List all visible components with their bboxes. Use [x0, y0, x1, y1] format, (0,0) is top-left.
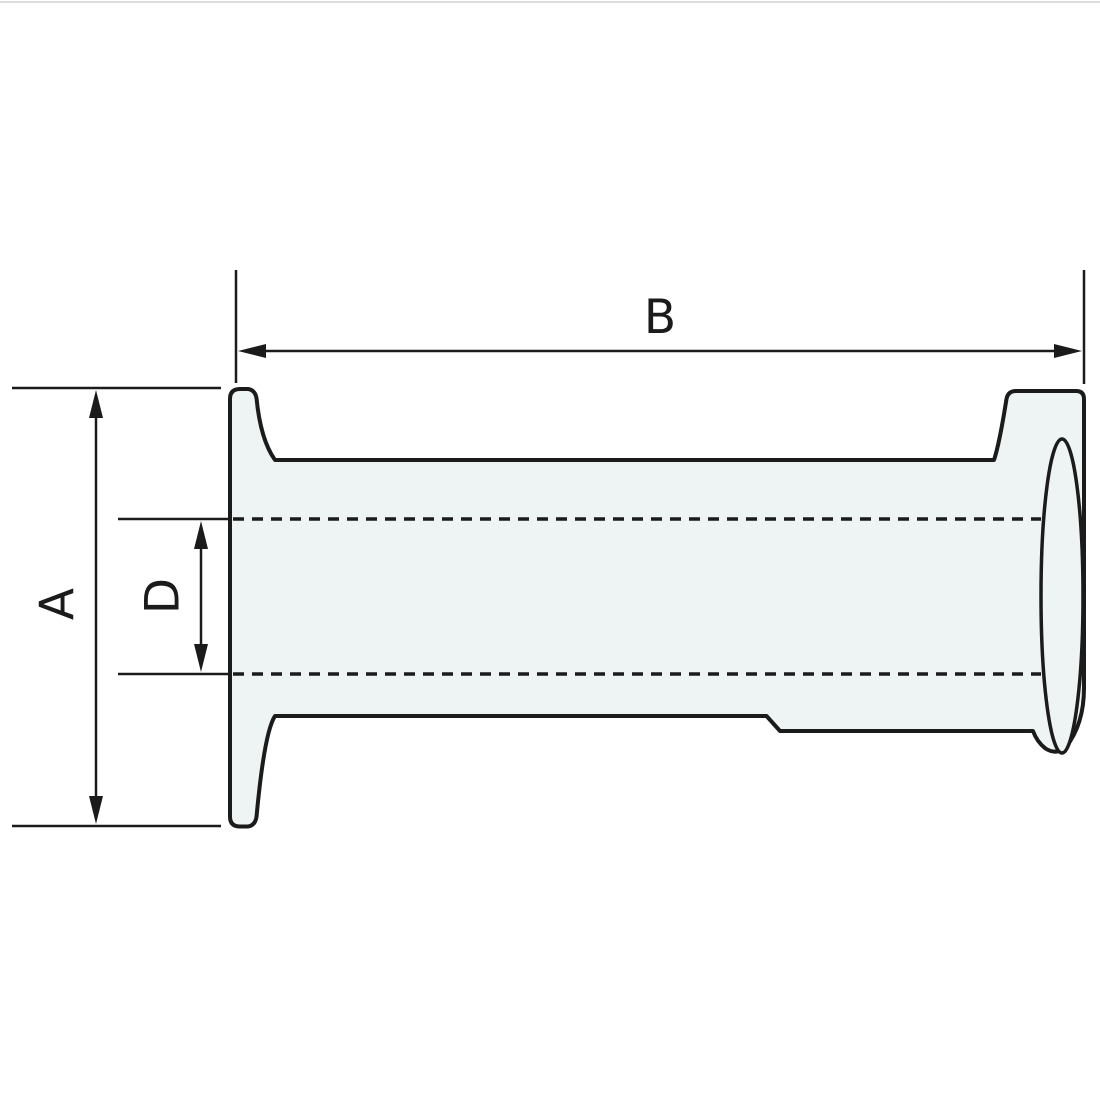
dim-d-label: D: [136, 578, 191, 614]
dim-d-arrow-bottom-icon: [194, 644, 208, 672]
dim-a-arrow-bottom-icon: [89, 796, 103, 824]
dim-b-arrow-left-icon: [238, 344, 266, 358]
flange-part-body: [228, 387, 1086, 829]
dim-d-arrow-top-icon: [194, 521, 208, 549]
dim-a-label: A: [31, 588, 86, 620]
dim-b-label: B: [644, 290, 676, 345]
tube-end-ellipse: [1039, 437, 1085, 755]
dim-a-arrow-top-icon: [89, 390, 103, 418]
dim-b-arrow-right-icon: [1054, 344, 1082, 358]
